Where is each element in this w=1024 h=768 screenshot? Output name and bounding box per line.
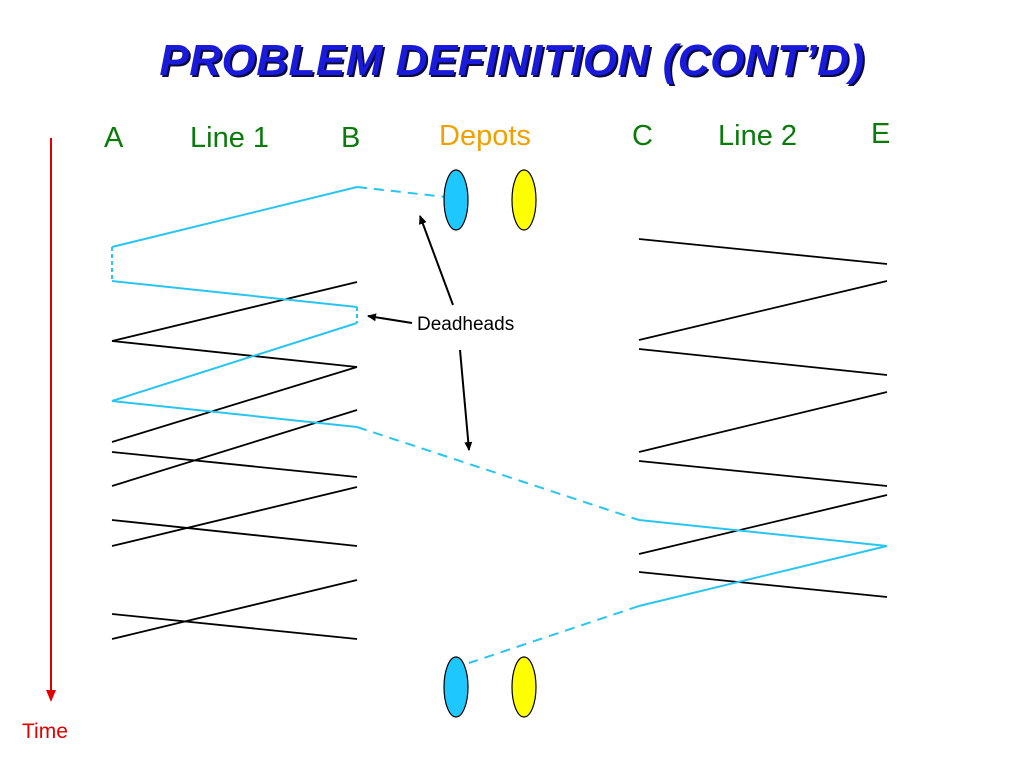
time-axis-arrowhead	[46, 690, 56, 702]
line-1-trip	[111, 409, 358, 487]
vehicle-route-line-2	[638, 519, 888, 607]
callout-arrow-top	[419, 215, 454, 306]
vehicle-route-line-1	[111, 186, 358, 248]
terminal-b-label: B	[341, 122, 361, 154]
deadheads-callout: Deadheads	[417, 314, 515, 335]
callout-arrow-left	[367, 313, 413, 324]
slide-title: PROBLEM DEFINITION (CONT’D)	[159, 36, 865, 85]
line-1-trip	[111, 340, 358, 368]
depot-yellow-top	[511, 169, 537, 231]
depot-blue-bottom	[443, 656, 469, 718]
vehicle-route-line-1b	[111, 280, 358, 308]
vehicle-route	[111, 186, 888, 607]
line-1-trip	[111, 366, 358, 443]
depot-blue-top	[443, 169, 469, 231]
line-1-trip	[111, 613, 358, 640]
line-2-trip	[638, 348, 888, 376]
line-2-label: Line 2	[718, 120, 798, 152]
line-1-trip	[111, 451, 358, 478]
deadhead-between-lines	[356, 426, 640, 521]
terminal-c-label: C	[632, 120, 653, 152]
deadheads-callout-arrows	[367, 215, 473, 451]
callout-arrow-bottom	[459, 349, 473, 451]
line-1-label: Line 1	[190, 122, 270, 154]
line-2-trip	[638, 238, 888, 265]
depots-label: Depots	[439, 120, 531, 152]
line-2-trip	[638, 571, 888, 598]
line-2-trip	[638, 460, 888, 487]
deadhead-from-depot	[356, 186, 447, 198]
line-2-trip	[638, 391, 888, 453]
line-1-trip	[111, 281, 358, 342]
deadhead-to-depot	[468, 605, 640, 664]
terminal-e-label: E	[871, 118, 891, 150]
line-1-trip	[111, 519, 358, 547]
deadheads	[356, 186, 640, 664]
depot-yellow-bottom	[511, 656, 537, 718]
line-2-trips	[638, 238, 888, 598]
line-2-trip	[638, 494, 888, 555]
line-1-trip	[111, 486, 358, 547]
vehicle-route-line-1c	[111, 322, 358, 428]
line-1-trip	[111, 579, 358, 640]
time-axis-label: Time	[22, 720, 68, 743]
terminal-a-label: A	[104, 122, 124, 154]
line-2-trip	[638, 280, 888, 341]
